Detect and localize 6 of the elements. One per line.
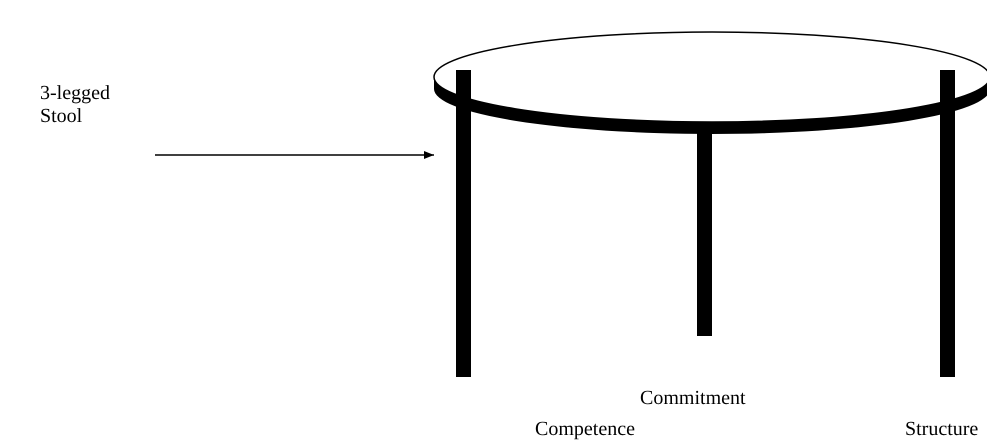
leg-label: Competence xyxy=(535,418,635,441)
leg-label: Commitment xyxy=(640,387,746,410)
arrow xyxy=(155,151,434,159)
stool-drawing xyxy=(433,31,987,377)
leg-label: Structure xyxy=(905,418,978,441)
text-label: 3-legged Stool xyxy=(40,82,150,128)
